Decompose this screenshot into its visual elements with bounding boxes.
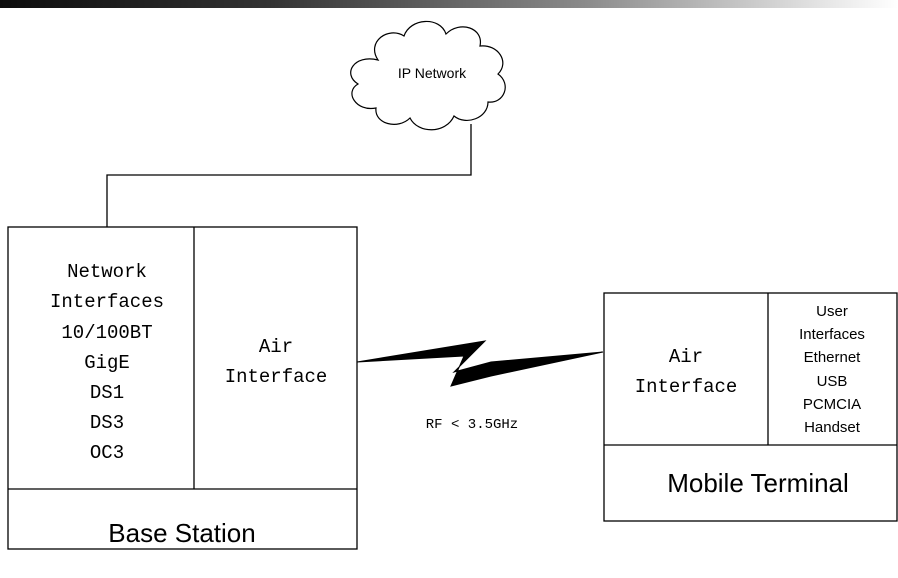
network-interfaces-line: DS3 bbox=[90, 412, 124, 434]
ip-network-cloud: IP Network bbox=[350, 20, 506, 131]
mt-air-interface-text: Air Interface bbox=[635, 346, 738, 398]
mobile-terminal: Air Interface User Interfaces Ethernet U… bbox=[603, 292, 898, 522]
user-interfaces-line: Interfaces bbox=[799, 326, 865, 343]
base-station-box bbox=[7, 226, 358, 550]
network-interfaces-line: Interfaces bbox=[50, 291, 164, 313]
network-interfaces-text: Network Interfaces 10/100BT GigE DS1 DS3… bbox=[50, 261, 164, 464]
user-interfaces-line: USB bbox=[817, 373, 848, 390]
air-interface-line: Interface bbox=[635, 376, 738, 398]
user-interfaces-line: PCMCIA bbox=[803, 396, 861, 413]
user-interfaces-line: Ethernet bbox=[804, 349, 862, 366]
cloud-label: IP Network bbox=[398, 65, 467, 81]
base-station: Network Interfaces 10/100BT GigE DS1 DS3… bbox=[7, 226, 358, 550]
user-interfaces-line: User bbox=[816, 303, 848, 320]
cloud-shape bbox=[350, 20, 506, 131]
air-interface-line: Interface bbox=[225, 366, 328, 388]
top-gradient-bar bbox=[0, 0, 898, 8]
bs-air-interface-text: Air Interface bbox=[225, 336, 328, 388]
network-interfaces-line: 10/100BT bbox=[61, 322, 152, 344]
network-interfaces-line: OC3 bbox=[90, 442, 124, 464]
rf-link-label: RF < 3.5GHz bbox=[426, 417, 518, 433]
mobile-terminal-title: Mobile Terminal bbox=[667, 468, 849, 498]
network-interfaces-line: DS1 bbox=[90, 382, 124, 404]
user-interfaces-line: Handset bbox=[804, 419, 861, 436]
rf-link-bolt bbox=[356, 340, 604, 387]
network-interfaces-line: GigE bbox=[84, 352, 130, 374]
base-station-title: Base Station bbox=[108, 518, 255, 548]
ip-uplink-line bbox=[106, 124, 472, 227]
mobile-terminal-box bbox=[603, 292, 898, 522]
air-interface-line: Air bbox=[259, 336, 293, 358]
network-interfaces-line: Network bbox=[67, 261, 147, 283]
air-interface-line: Air bbox=[669, 346, 703, 368]
user-interfaces-text: User Interfaces Ethernet USB PCMCIA Hand… bbox=[799, 303, 865, 436]
